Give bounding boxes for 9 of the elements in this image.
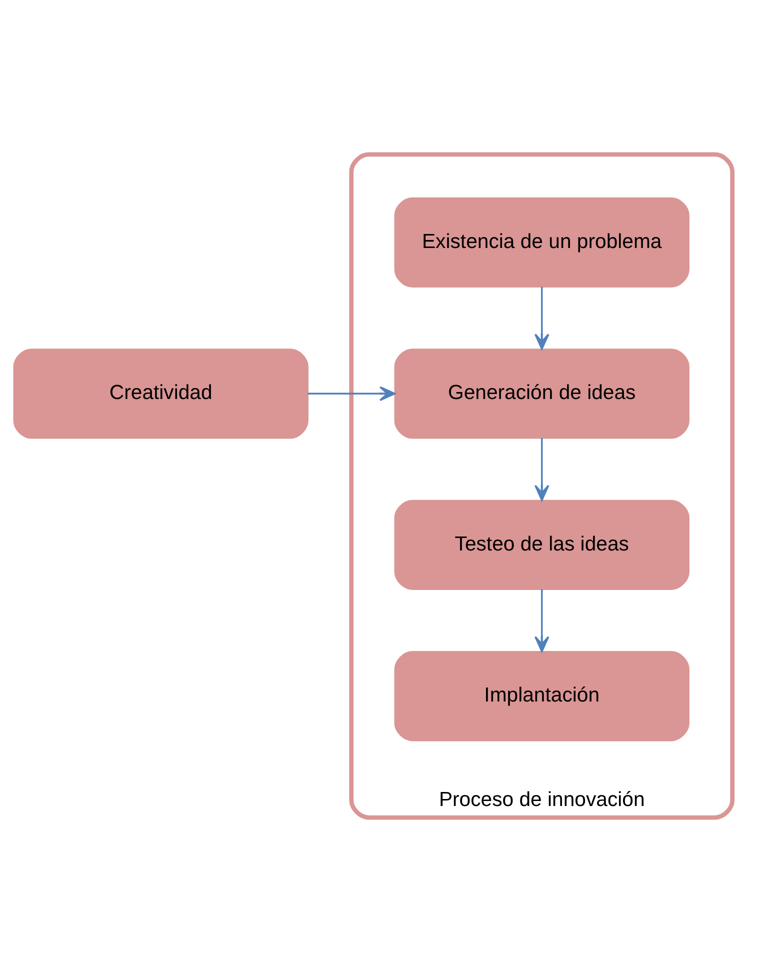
node-box: Testeo de las ideas [394, 500, 690, 590]
arrow [308, 386, 396, 402]
node-box: Creatividad [13, 348, 308, 439]
arrow [534, 438, 550, 501]
node-box: Existencia de un problema [394, 197, 690, 288]
arrow [534, 286, 550, 350]
node-box: Implantación [394, 651, 690, 742]
node-box: Generación de ideas [394, 348, 690, 439]
arrow [534, 589, 550, 652]
